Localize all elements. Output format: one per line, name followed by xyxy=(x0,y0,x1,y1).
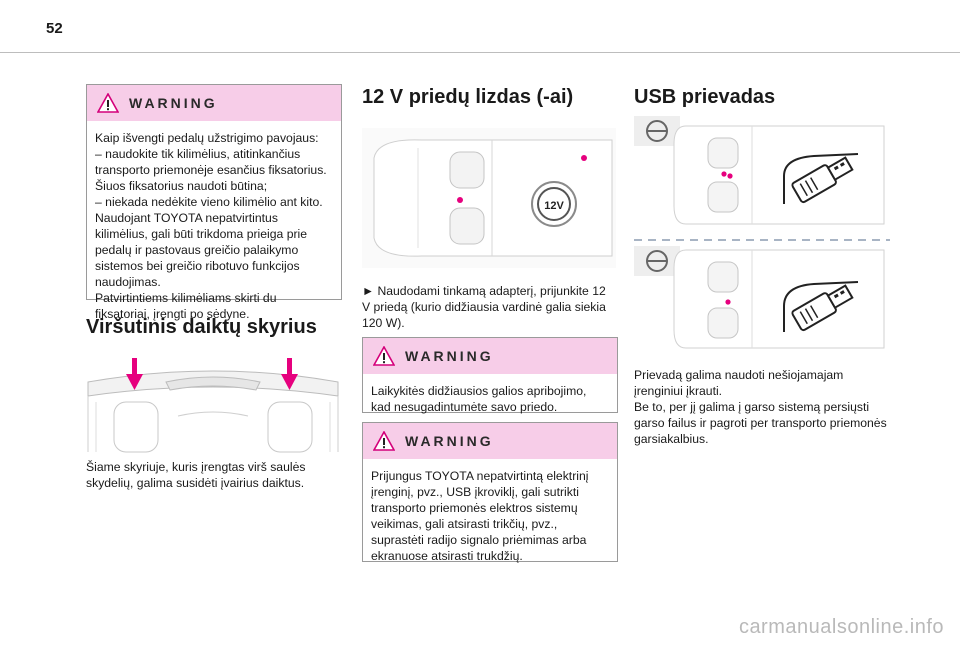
warning-triangle-icon xyxy=(373,431,395,451)
steering-wheel-icon xyxy=(646,120,668,142)
svg-text:12V: 12V xyxy=(544,200,564,212)
warning-text: Prijungus TOYOTA nepatvirtintą elektrinį… xyxy=(371,469,589,563)
warning-title: WARNING xyxy=(129,95,218,111)
warning-box-power-limit: WARNING Laikykitės didžiausios galios ap… xyxy=(362,337,618,414)
header-divider xyxy=(0,52,960,53)
usb-plug-icon xyxy=(783,281,859,332)
warning-header: WARNING xyxy=(87,85,341,121)
storage-section-title: Viršutinis daiktų skyrius xyxy=(86,316,317,338)
socket-section-title: 12 V priedų lizdas (-ai) xyxy=(362,86,574,108)
warning-text: Kaip išvengti pedalų užstrigimo pavojaus… xyxy=(95,131,327,321)
warning-header: WARNING xyxy=(363,423,617,459)
overhead-storage-illustration xyxy=(87,358,339,453)
page-number: 52 xyxy=(46,20,63,37)
warning-triangle-icon xyxy=(373,346,395,366)
warning-header: WARNING xyxy=(363,338,617,374)
warning-triangle-icon xyxy=(97,93,119,113)
warning-title: WARNING xyxy=(405,433,494,449)
watermark: carmanualsonline.info xyxy=(738,616,944,638)
socket-instruction-text: ► Naudodami tinkamą adapterį, prijunkite… xyxy=(362,284,606,330)
usb-plug-icon xyxy=(783,153,859,204)
usb-port-illustration xyxy=(634,116,890,349)
pink-arrow-left-icon xyxy=(126,358,143,390)
steering-wheel-icon xyxy=(646,250,668,272)
warning-box-floor-mats: WARNING Kaip išvengti pedalų užstrigimo … xyxy=(86,84,342,321)
warning-text: Laikykitės didžiausios galios apribojimo… xyxy=(371,384,587,414)
pink-arrow-right-icon xyxy=(281,358,298,390)
warning-box-non-approved-device: WARNING Prijungus TOYOTA nepatvirtintą e… xyxy=(362,422,618,563)
usb-section-title: USB prievadas xyxy=(634,86,776,108)
warning-title: WARNING xyxy=(405,348,494,364)
storage-text: Šiame skyriuje, kuris įrengtas virš saul… xyxy=(86,460,306,490)
usb-text: Prievadą galima naudoti nešiojamajam įre… xyxy=(634,368,887,446)
socket-12v-icon: 12V xyxy=(531,181,577,227)
van-top-view-socket-illustration: 12V xyxy=(362,128,616,268)
